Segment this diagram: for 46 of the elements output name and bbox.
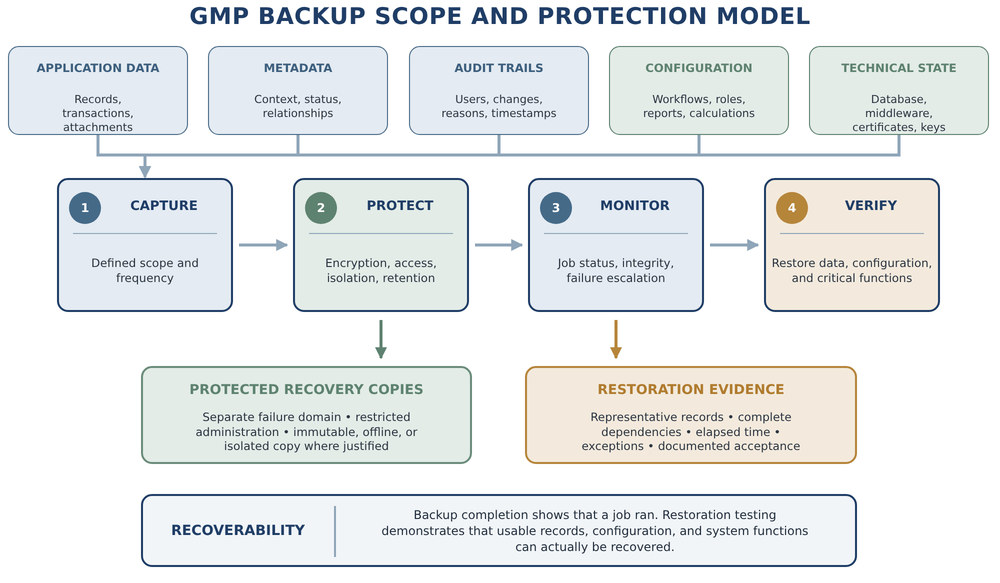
category-card xyxy=(809,46,989,135)
card-description: Records, transactions, attachments xyxy=(61,93,135,135)
step-number-circle: 2 xyxy=(305,192,337,224)
connector-arrow xyxy=(239,239,288,251)
panel-heading: RECOVERABILITY xyxy=(170,523,306,539)
connector-arrow xyxy=(610,320,622,360)
process-step-card xyxy=(293,178,469,312)
step-number-circle: 3 xyxy=(540,192,572,224)
process-step-card xyxy=(528,178,704,312)
card-description: Users, changes, reasons, timestamps xyxy=(440,93,558,121)
connector-arrow xyxy=(710,239,760,251)
card-description: Database, middleware, certificates, keys xyxy=(851,93,947,135)
step-number-circle: 4 xyxy=(776,192,808,224)
category-card xyxy=(208,46,388,135)
output-card xyxy=(141,366,472,464)
process-step-card xyxy=(57,178,233,312)
category-card xyxy=(409,46,589,135)
diagram-title: GMP BACKUP SCOPE AND PROTECTION MODEL xyxy=(188,4,812,30)
card-heading: PROTECTED RECOVERY COPIES xyxy=(188,382,425,398)
card-heading: CONFIGURATION xyxy=(644,61,754,75)
card-description: Workflows, roles, reports, calculations xyxy=(642,93,756,121)
step-description: Restore data, configuration, and critical functions xyxy=(770,256,934,286)
category-card xyxy=(8,46,188,135)
step-number-circle: 1 xyxy=(69,192,101,224)
step-heading: VERIFY xyxy=(844,199,898,214)
card-description: Context, status, relationships xyxy=(253,93,343,121)
process-step-card xyxy=(764,178,940,312)
connector-arrow xyxy=(375,320,387,360)
summary-panel xyxy=(141,494,857,567)
category-card xyxy=(609,46,789,135)
card-heading: TECHNICAL STATE xyxy=(840,61,958,75)
output-card xyxy=(525,366,857,464)
card-description: Separate failure domain • restricted administration • immutable, offline, or isolated copy where justified xyxy=(194,410,418,454)
step-description: Job status, integrity, failure escalation xyxy=(556,256,676,286)
connector-arrow xyxy=(475,239,524,251)
step-heading: MONITOR xyxy=(599,199,671,214)
card-heading: RESTORATION EVIDENCE xyxy=(596,382,786,398)
card-heading: APPLICATION DATA xyxy=(36,61,160,75)
card-heading: AUDIT TRAILS xyxy=(453,61,545,75)
step-description: Defined scope and frequency xyxy=(90,256,200,286)
card-heading: METADATA xyxy=(262,61,334,75)
step-heading: CAPTURE xyxy=(129,199,199,214)
card-description: Representative records • complete dependencies • elapsed time • exceptions • documented acceptance xyxy=(580,410,802,454)
panel-text: Backup completion shows that a job ran. Restoration testing demonstrates that usable records, configuration, and system functions can actually be recovered. xyxy=(380,507,810,555)
step-heading: PROTECT xyxy=(366,199,434,214)
step-description: Encryption, access, isolation, retention xyxy=(324,256,438,286)
